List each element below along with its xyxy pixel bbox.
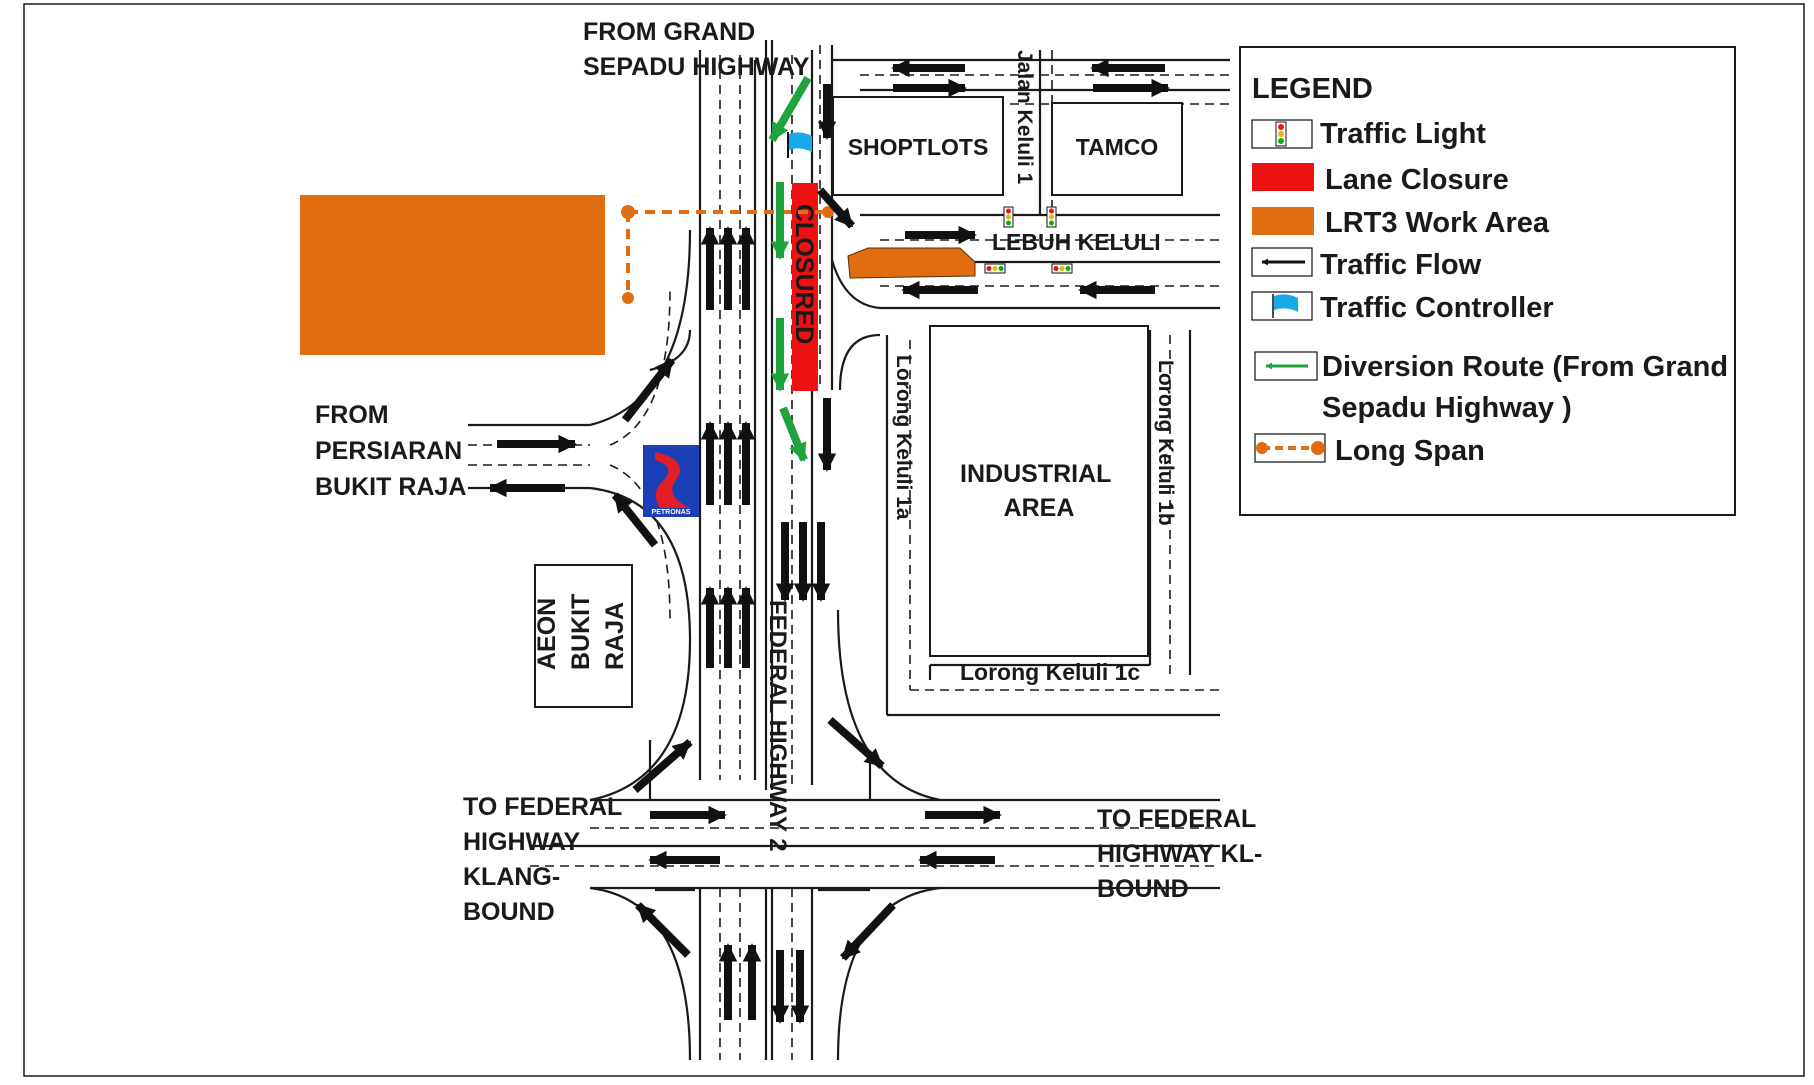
traffic-light-icon xyxy=(1046,206,1057,228)
traffic-flow-arrows xyxy=(488,58,1170,1024)
shoplots-label: SHOPTLOTS xyxy=(848,134,989,160)
aeon-block xyxy=(534,564,633,708)
legend-label-traffic-light: Traffic Light xyxy=(1320,118,1486,150)
industrial-area-block xyxy=(929,325,1149,657)
diversion-arrows xyxy=(768,75,812,462)
lorong-keluli-1a-label: Lorong Keluli 1a xyxy=(892,355,915,520)
legend-traffic-light-icon xyxy=(1275,121,1287,147)
lrt3-work-area-small xyxy=(847,247,976,279)
traffic-light-icon xyxy=(984,263,1006,274)
flow-arrow xyxy=(817,187,855,229)
legend-traffic-controller-flag-icon xyxy=(1272,294,1298,318)
to-federal-klang-label: TO FEDERAL HIGHWAY KLANG- BOUND xyxy=(463,793,629,926)
diversion-arrow xyxy=(768,75,812,143)
from-grand-sepadu-label: FROM GRAND SEPADU HIGHWAY xyxy=(583,18,810,81)
svg-text:RAJA: RAJA xyxy=(601,602,629,670)
legend-label-lane-closure: Lane Closure xyxy=(1325,164,1509,196)
flow-arrow xyxy=(621,357,676,423)
legend-label-traffic-controller: Traffic Controller xyxy=(1320,292,1554,324)
legend-title: LEGEND xyxy=(1252,73,1373,105)
tamco-block xyxy=(1051,102,1183,196)
traffic-light-icon xyxy=(1003,206,1014,228)
svg-text:AEON: AEON xyxy=(533,598,561,670)
industrial-area-label: INDUSTRIAL AREA xyxy=(960,460,1118,522)
from-persiaran-label: FROM PERSIARAN BUKIT RAJA xyxy=(315,401,469,501)
jalan-keluli-1-label: Jalan Keluli 1 xyxy=(1013,50,1036,185)
flow-arrow xyxy=(827,717,885,769)
svg-text:Lorong Keluli 1a: Lorong Keluli 1a xyxy=(892,355,915,520)
legend-lane-closure-swatch xyxy=(1252,163,1314,191)
legend-label-work-area: LRT3 Work Area xyxy=(1325,207,1550,239)
to-federal-kl-label: TO FEDERAL HIGHWAY KL- BOUND xyxy=(1097,805,1269,903)
legend-long-span-icon xyxy=(1256,441,1325,455)
legend-work-area-swatch xyxy=(1252,207,1314,235)
svg-text:PETRONAS: PETRONAS xyxy=(652,509,691,516)
closure-label: CLOSURED xyxy=(790,204,818,344)
legend-label-long-span: Long Span xyxy=(1335,435,1485,467)
svg-text:Jalan Keluli 1: Jalan Keluli 1 xyxy=(1013,50,1036,185)
legend-label-diversion: Diversion Route (From Grand Sepadu Highw… xyxy=(1322,351,1736,424)
lorong-keluli-1c-label: Lorong Keluli 1c xyxy=(960,659,1140,685)
flow-arrow xyxy=(632,738,693,794)
tamco-label: TAMCO xyxy=(1076,134,1159,160)
flow-arrow xyxy=(611,492,659,548)
petronas-station-icon: PETRONAS xyxy=(643,445,699,517)
legend-label-traffic-flow: Traffic Flow xyxy=(1320,249,1482,281)
long-span-line xyxy=(621,205,834,304)
svg-text:FEDERAL HIGHWAY 2: FEDERAL HIGHWAY 2 xyxy=(764,600,791,852)
aeon-label: AEON BUKIT RAJA xyxy=(533,594,629,670)
flow-arrow xyxy=(635,902,691,958)
flow-arrow xyxy=(840,902,896,961)
svg-text:CLOSURED: CLOSURED xyxy=(790,204,818,344)
lrt3-work-area xyxy=(300,195,605,355)
shoplots-block xyxy=(832,96,1004,196)
svg-text:Lorong Keluli 1b: Lorong Keluli 1b xyxy=(1154,360,1177,526)
diversion-arrow xyxy=(779,406,808,462)
svg-text:BUKIT: BUKIT xyxy=(567,594,595,670)
legend: LEGEND Traffic Light Lane Closure LRT3 W… xyxy=(1239,46,1736,516)
lorong-keluli-1b-label: Lorong Keluli 1b xyxy=(1154,360,1177,526)
traffic-light-icon xyxy=(1051,263,1073,274)
lane-closure xyxy=(792,183,818,391)
lebuh-keluli-label: LEBUH KELULI xyxy=(992,229,1161,255)
federal-highway-2-label: FEDERAL HIGHWAY 2 xyxy=(764,600,791,852)
